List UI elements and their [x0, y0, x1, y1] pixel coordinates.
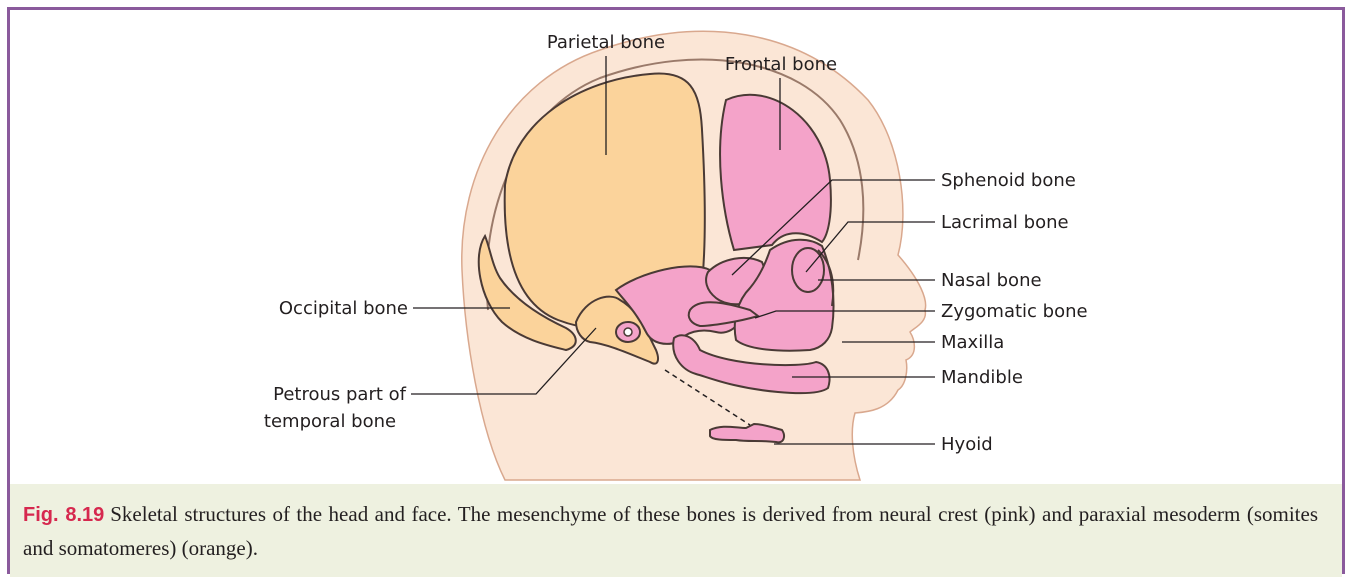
- label-sphenoid-bone: Sphenoid bone: [941, 170, 1076, 191]
- label-petrous-line2: temporal bone: [264, 411, 396, 432]
- label-occipital-bone: Occipital bone: [279, 298, 408, 319]
- label-maxilla: Maxilla: [941, 332, 1004, 353]
- caption-text: Skeletal structures of the head and face…: [23, 502, 1318, 560]
- figure-number: Fig. 8.19: [23, 504, 104, 526]
- label-mandible: Mandible: [941, 367, 1023, 388]
- label-petrous-line1: Petrous part of: [273, 384, 407, 405]
- label-hyoid: Hyoid: [941, 434, 993, 455]
- figure-frame: Parietal bone Frontal bone Sphenoid bone…: [7, 7, 1345, 574]
- label-zygomatic-bone: Zygomatic bone: [941, 301, 1088, 322]
- label-lacrimal-bone: Lacrimal bone: [941, 212, 1069, 233]
- label-frontal-bone: Frontal bone: [725, 54, 837, 75]
- skull-diagram: Parietal bone Frontal bone Sphenoid bone…: [10, 10, 1342, 484]
- label-nasal-bone: Nasal bone: [941, 270, 1042, 291]
- label-parietal-bone: Parietal bone: [547, 32, 665, 53]
- hyoid-bone: [710, 424, 784, 442]
